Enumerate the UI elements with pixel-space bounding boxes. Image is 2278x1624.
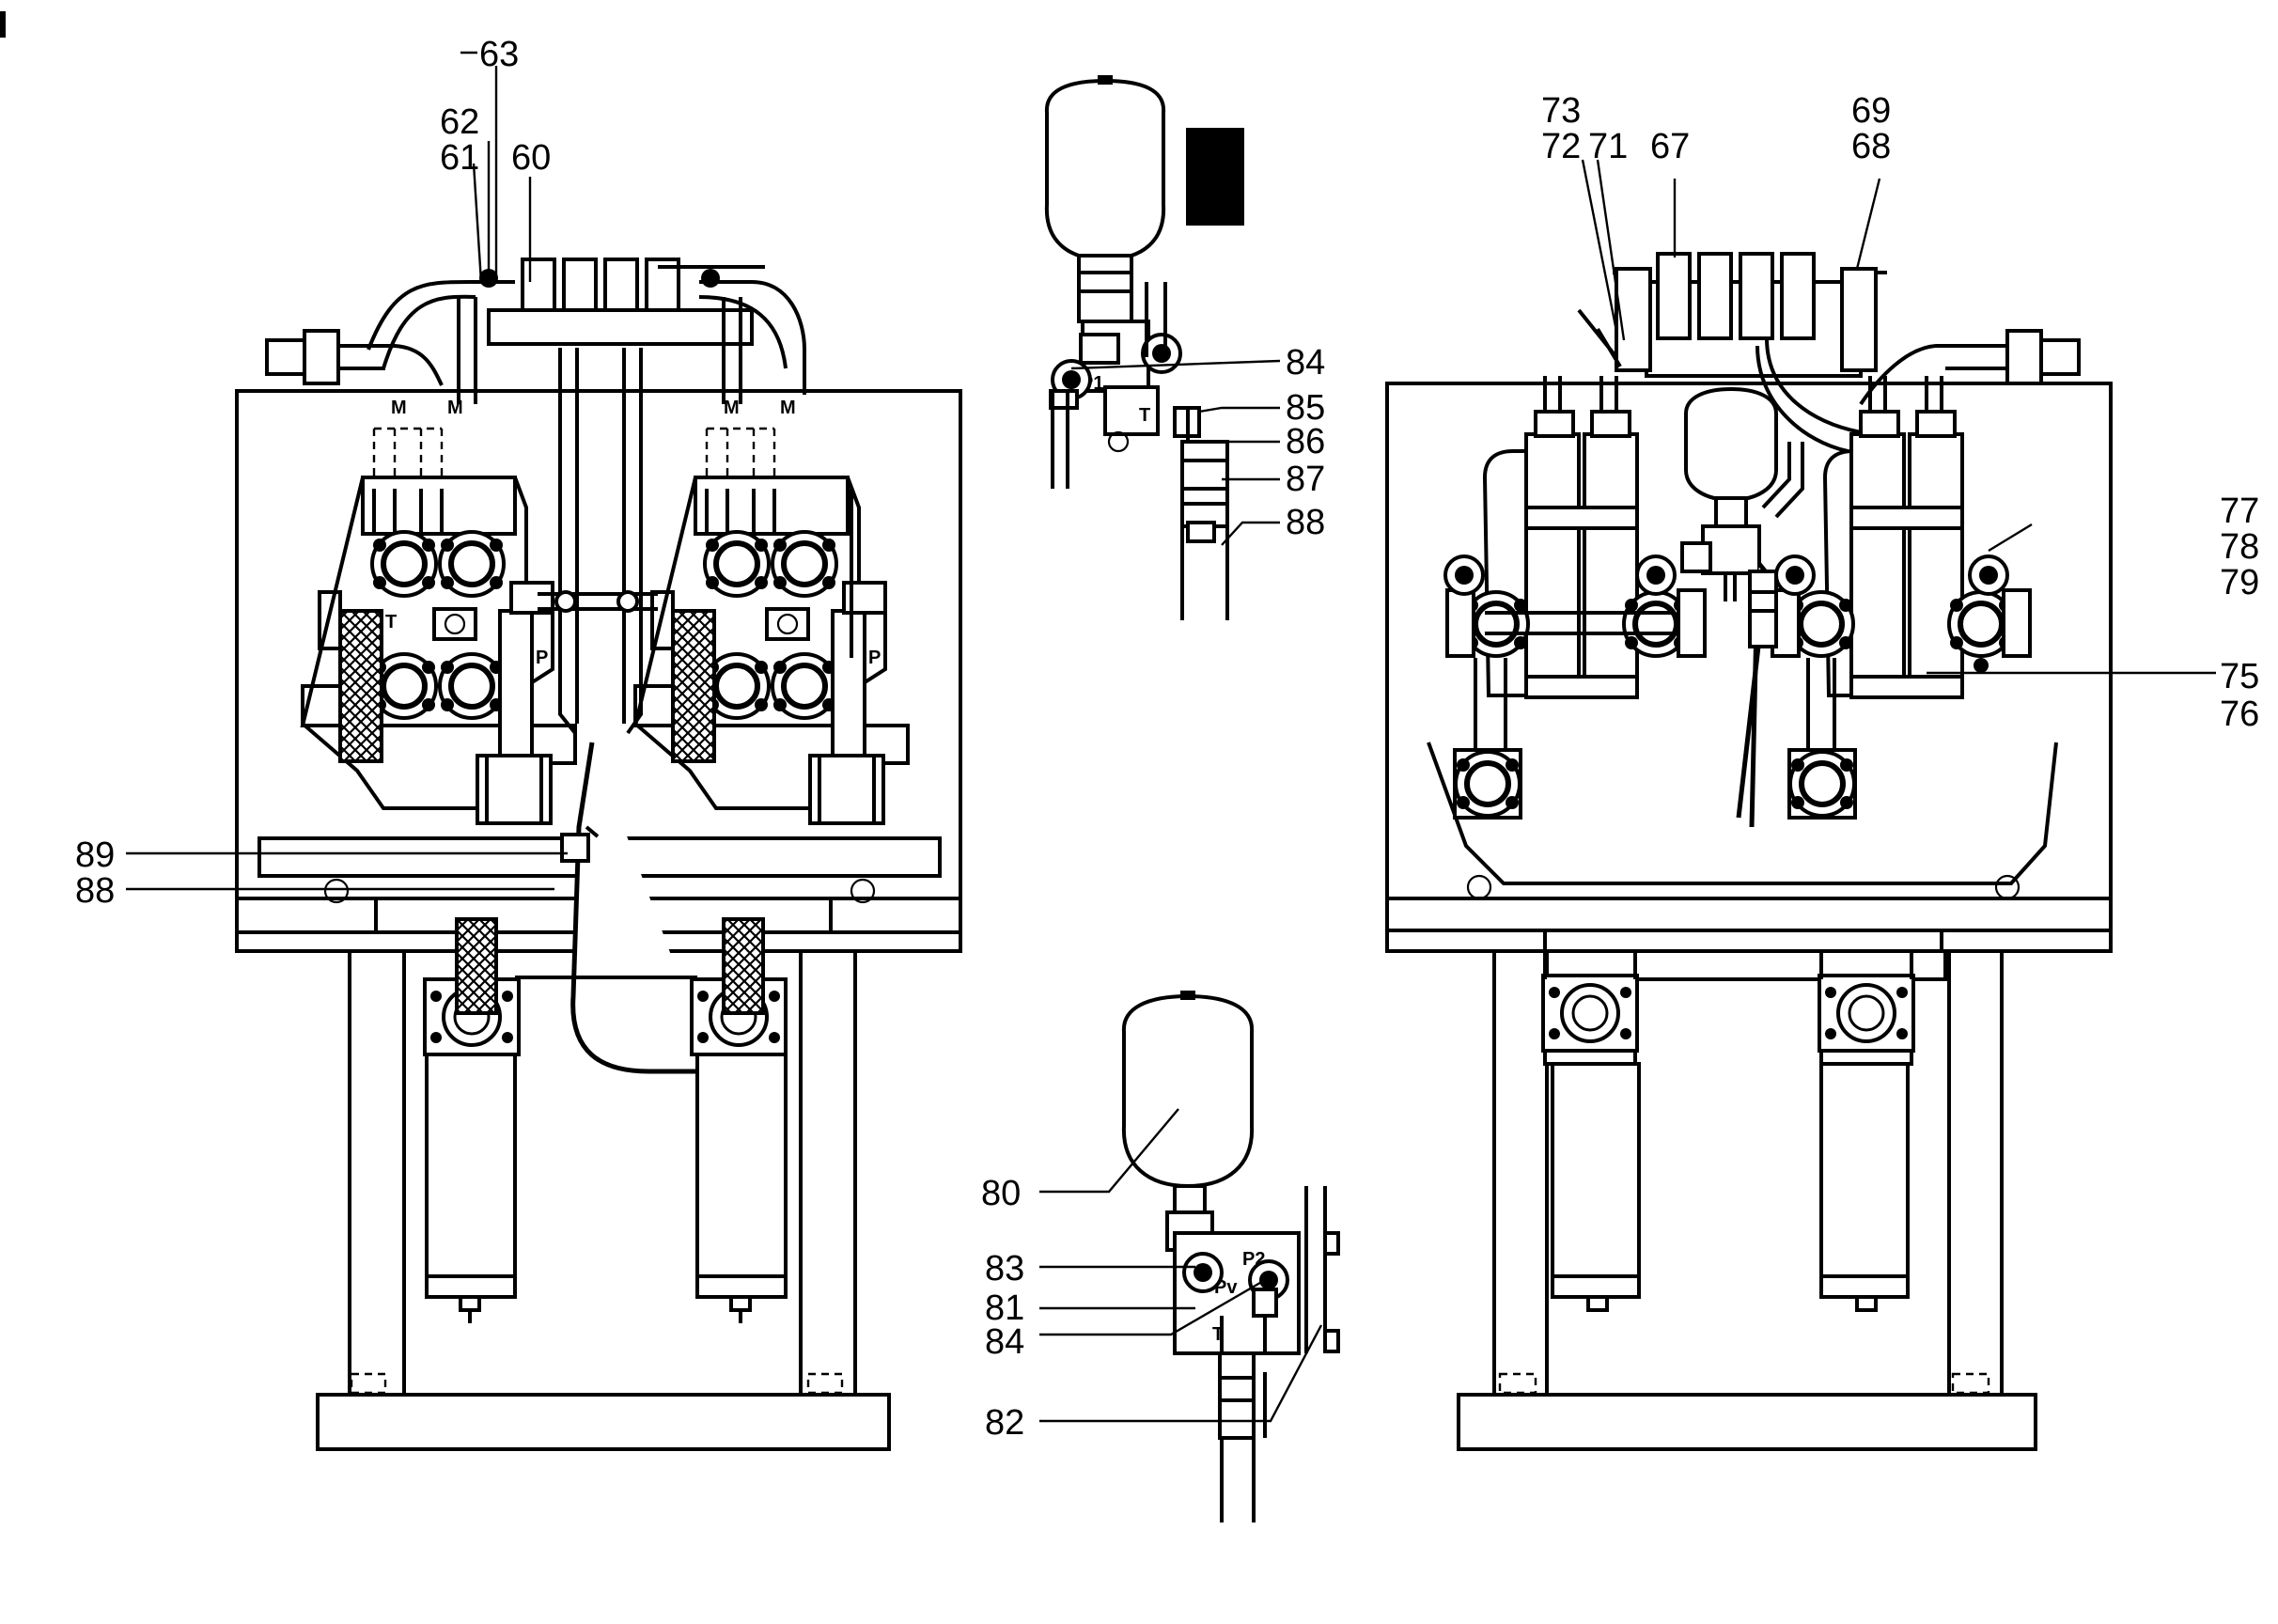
right-valve-block-1: [1443, 376, 1707, 699]
left-floor-base: [316, 1393, 891, 1451]
callout-80: 80: [981, 1174, 1021, 1213]
callout-75: 75: [2220, 657, 2259, 696]
right-leg-left: [1492, 949, 1549, 1397]
callout-88-mid: 88: [1286, 503, 1325, 542]
right-lower-blocks: [1453, 658, 1857, 820]
left-return-hose: [570, 742, 714, 1074]
callout-72: 72: [1541, 127, 1581, 166]
callout-83: 83: [985, 1249, 1024, 1288]
left-leg-left: [348, 949, 406, 1397]
left-valve-block-1: T P: [300, 476, 577, 825]
right-floor-base: [1457, 1393, 2037, 1451]
leader-lines: [126, 51, 2216, 1423]
left-valve-block-2: P: [632, 476, 910, 825]
callout-88-left: 88: [75, 871, 115, 911]
svg-text:M: M: [391, 398, 407, 418]
callout-78: 78: [2220, 527, 2259, 567]
callout-86: 86: [1286, 422, 1325, 461]
corner-mark: [0, 11, 6, 38]
callout-84-top: 84: [1286, 343, 1325, 383]
left-filter-1: [423, 917, 521, 1323]
callout-61: 61: [440, 138, 479, 178]
callout-82: 82: [985, 1403, 1024, 1443]
svg-text:M: M: [724, 398, 740, 418]
bottom-accumulator-detail: P2 Pv T: [1121, 991, 1340, 1522]
callout-69: 69: [1851, 91, 1891, 131]
left-pipe-arch-outer: [367, 280, 806, 395]
left-dashed-stems: M M M M: [372, 398, 796, 489]
callout-62: 62: [440, 102, 479, 142]
left-view: M M M M T P: [235, 258, 962, 1451]
port-label-t-top: T: [1139, 405, 1150, 426]
port-label-p-mid: P: [868, 648, 881, 668]
callout-68: 68: [1851, 127, 1891, 166]
callout-79: 79: [2220, 563, 2259, 602]
callout-67: 67: [1650, 127, 1690, 166]
right-top-manifold: [1577, 252, 1887, 453]
callout-85: 85: [1286, 388, 1325, 428]
right-leg-right: [1947, 949, 2004, 1397]
callout-73: 73: [1541, 91, 1581, 131]
right-valve-block-2: [1771, 376, 2032, 699]
callout-60: 60: [511, 138, 551, 178]
right-view: [1385, 252, 2113, 1451]
top-accumulator-detail: P1 T: [1044, 75, 1244, 620]
callout-labels: 63 62 61 60 89 88 84 85 86 87 88 80 83 8…: [75, 35, 2259, 1443]
left-leg-right: [799, 949, 857, 1397]
left-top-manifold: [479, 258, 765, 346]
callout-76: 76: [2220, 695, 2259, 734]
port-label-p-left: P: [536, 648, 548, 668]
callout-87: 87: [1286, 460, 1325, 499]
callout-71: 71: [1588, 127, 1628, 166]
callout-89: 89: [75, 835, 115, 875]
svg-text:M: M: [447, 398, 463, 418]
callout-84-bottom: 84: [985, 1322, 1024, 1362]
callout-63: 63: [479, 35, 519, 74]
svg-text:M: M: [780, 398, 796, 418]
callout-77: 77: [2220, 492, 2259, 531]
callout-81: 81: [985, 1288, 1024, 1328]
port-label-t-left: T: [385, 612, 397, 632]
left-filter-2: [690, 917, 788, 1323]
